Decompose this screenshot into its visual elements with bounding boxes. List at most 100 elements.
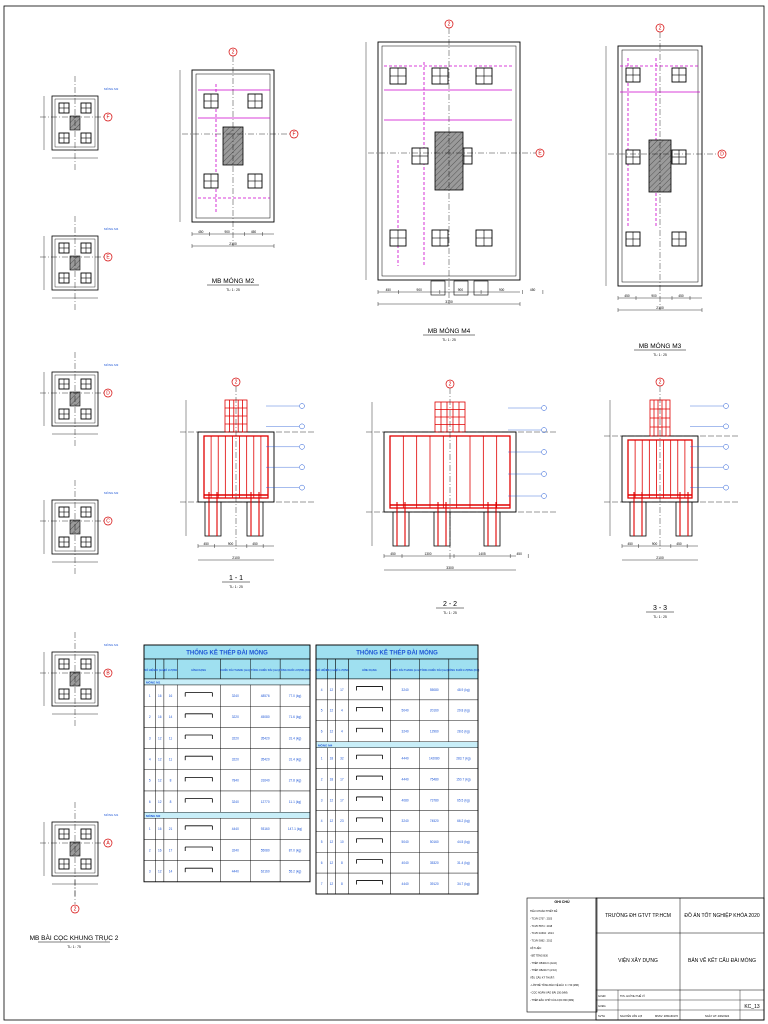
table-cell: [348, 789, 391, 811]
callout-bubble: [723, 464, 729, 470]
cell-text: 12: [330, 688, 334, 692]
plan-scale: TL: 1 : 25: [226, 288, 240, 292]
pile-below: [473, 280, 489, 296]
axis-label: C: [106, 519, 110, 525]
cell-text: 12: [330, 730, 334, 734]
header-text: HÌNH DẠNG: [362, 667, 377, 672]
pile: [80, 408, 92, 420]
dim-text: 900: [417, 288, 423, 292]
tb-dept: VIỆN XÂY DỰNG: [618, 956, 658, 964]
cell-text: 31.4 (kg): [289, 736, 302, 740]
header-text: TỔNG CHIỀU DÀI (mm): [251, 667, 280, 672]
cell-text: 12: [158, 779, 162, 783]
cell-text: 65.5 (kg): [457, 798, 470, 802]
section-scale: TL: 1 : 25: [229, 585, 243, 589]
axis-bubble: [103, 516, 113, 526]
cell-text: 4080: [402, 798, 409, 802]
cell-text: 17: [340, 688, 344, 692]
cell-text: 3: [321, 798, 323, 802]
cell-text: 11: [169, 758, 173, 762]
cell-text: 17: [340, 777, 344, 781]
cell-text: 2: [149, 715, 151, 719]
cell-text: 31.4 (kg): [457, 861, 470, 865]
dim-text: 900: [224, 230, 230, 234]
table-title: THỐNG KÊ THÉP ĐÀI MÓNG: [186, 649, 268, 657]
cell-text: 4440: [402, 756, 409, 760]
group-row: [315, 741, 479, 748]
cell-text: 55.2 (kg): [289, 870, 302, 874]
note-line: TIÊU CHUẨN THIẾT KẾ:: [530, 910, 558, 913]
pile: [247, 173, 263, 189]
dim-text: 450: [676, 542, 682, 546]
pile: [58, 132, 70, 144]
cell-text: 75480: [430, 777, 439, 781]
cell-text: 4: [321, 688, 323, 692]
dim-total: 3300: [446, 566, 454, 570]
header-text: CHIỀU DÀI THANH (mm): [390, 667, 420, 672]
pile-outline: [675, 501, 693, 537]
pile: [58, 102, 70, 114]
note-line: - BÊ TÔNG B30: [530, 954, 548, 957]
table-cell: [176, 818, 221, 840]
dim-text: 450: [390, 552, 396, 556]
cell-text: 4: [341, 709, 343, 713]
pile: [389, 67, 407, 85]
cell-text: 32: [340, 756, 344, 760]
sheet-frame: [3, 5, 765, 1021]
pile: [203, 93, 219, 109]
note-line: - LỚP BÊ TÔNG BẢO VỆ ĐÀI: C = 50 (MM): [530, 984, 579, 987]
left-plan-label: MÓNG M4: [104, 226, 119, 231]
callout-bubble: [541, 427, 547, 433]
pile-outline: [392, 511, 410, 547]
axis-label: 2: [448, 22, 451, 28]
pile: [80, 272, 92, 284]
axis-label: D: [106, 391, 110, 397]
cell-text: 17: [169, 848, 173, 852]
axis-bubble: [535, 148, 545, 158]
cell-text: 12770: [261, 800, 270, 804]
plan-scale: TL: 1 : 25: [653, 353, 667, 357]
cell-text: 8: [170, 779, 172, 783]
cell-text: 11: [169, 736, 173, 740]
dim-text: 450: [198, 230, 204, 234]
cell-text: 35420: [261, 758, 270, 762]
header-text: ĐK (mm): [326, 668, 337, 672]
table-title: THỐNG KÊ THÉP ĐÀI MÓNG: [356, 649, 438, 657]
cell-text: 12: [330, 709, 334, 713]
dim-text: 900: [651, 294, 657, 298]
cell-text: 44.5 (kg): [457, 840, 470, 844]
table-cell: [176, 727, 221, 749]
pile: [58, 536, 70, 548]
plan-title: MB MÓNG M3: [639, 341, 682, 350]
cell-text: 3: [149, 736, 151, 740]
cell-text: 147.1 (kg): [288, 827, 302, 831]
cell-text: 20160: [430, 709, 439, 713]
pile: [80, 132, 92, 144]
callout-bubble: [541, 405, 547, 411]
cell-text: 18: [330, 777, 334, 781]
cell-text: 5: [321, 709, 323, 713]
table-cell: [348, 678, 391, 701]
pile: [625, 67, 641, 83]
cell-text: 12: [158, 870, 162, 874]
cell-text: 74520: [430, 819, 439, 823]
dim-total: 3100: [445, 300, 453, 304]
axis-bubble: [655, 377, 665, 387]
cell-text: 3240: [402, 688, 409, 692]
cell-text: 17: [340, 798, 344, 802]
cell-text: 21: [169, 827, 173, 831]
section-title: 1 - 1: [229, 575, 243, 582]
cell-text: 73780: [430, 798, 439, 802]
pile: [389, 229, 407, 247]
table-cell: [176, 839, 221, 861]
left-plan-label: MÓNG M2: [104, 490, 119, 495]
cell-text: 12960: [430, 730, 439, 734]
left-plan-title: MB BÀI CỌC KHUNG TRỤC 2: [30, 933, 119, 942]
pile-below: [453, 280, 469, 296]
